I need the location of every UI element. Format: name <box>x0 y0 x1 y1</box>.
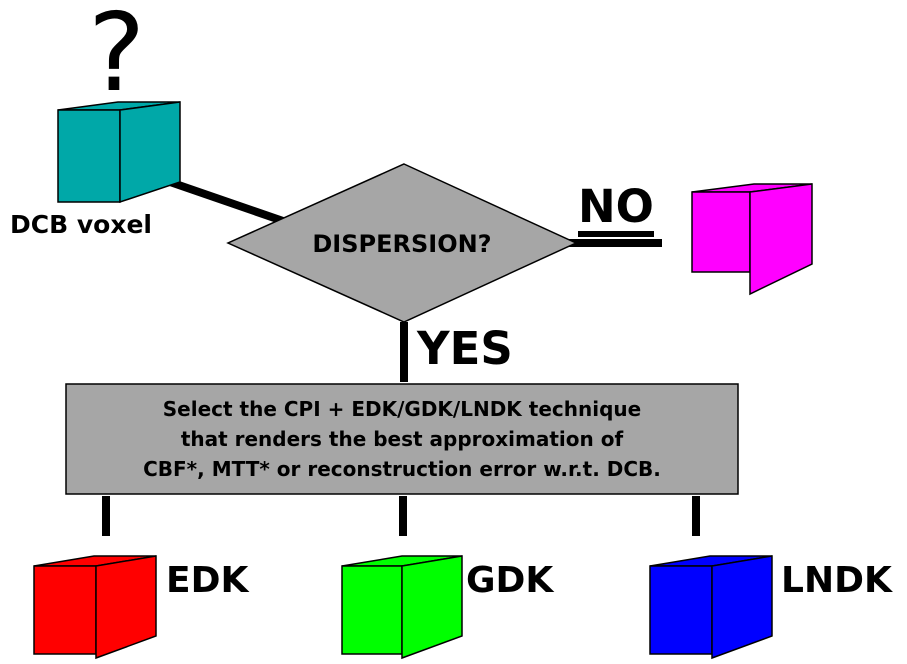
no-branch-label: NO <box>578 184 654 237</box>
no-branch-cube <box>691 183 813 296</box>
decision-diamond <box>226 163 578 323</box>
gdk-cube <box>341 555 463 660</box>
dcb-voxel-cube <box>57 101 181 204</box>
connector-voxel-to-decision <box>168 178 288 226</box>
decision-label: DISPERSION? <box>312 230 492 258</box>
edk-label: EDK <box>166 560 249 601</box>
process-line-2: that renders the best approximation of <box>180 427 624 451</box>
yes-branch-label: YES <box>417 322 513 375</box>
question-mark: ? <box>88 0 146 116</box>
lndk-cube <box>649 555 773 660</box>
process-text: Select the CPI + EDK/GDK/LNDK technique … <box>66 384 738 494</box>
dcb-voxel-label: DCB voxel <box>10 210 152 239</box>
process-box <box>65 383 739 495</box>
lndk-label: LNDK <box>781 560 892 601</box>
process-line-3: CBF*, MTT* or reconstruction error w.r.t… <box>143 457 661 481</box>
process-line-1: Select the CPI + EDK/GDK/LNDK technique <box>162 397 642 421</box>
edk-cube <box>33 555 157 660</box>
gdk-label: GDK <box>466 560 554 601</box>
